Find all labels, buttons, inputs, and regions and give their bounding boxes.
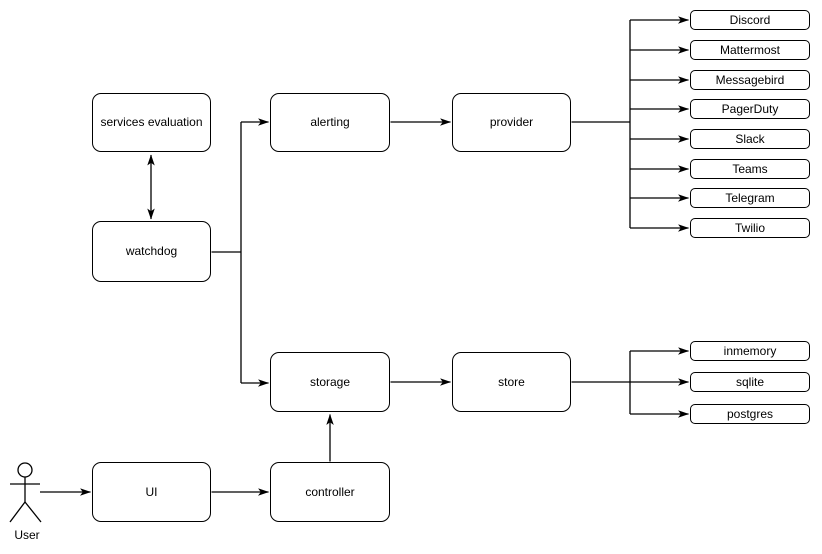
- leaf-discord: Discord: [690, 10, 810, 30]
- node-ui: UI: [92, 462, 211, 522]
- user-actor-label: User: [14, 528, 40, 542]
- user-actor-icon: [9, 462, 42, 523]
- node-label: provider: [489, 115, 534, 130]
- node-controller: controller: [270, 462, 390, 522]
- leaf-twilio: Twilio: [690, 218, 810, 238]
- node-store: store: [452, 352, 571, 412]
- node-services-evaluation: services evaluation: [92, 93, 211, 152]
- node-label: alerting: [310, 115, 350, 130]
- leaf-label: Discord: [729, 13, 771, 27]
- node-watchdog: watchdog: [92, 221, 211, 282]
- leaf-teams: Teams: [690, 159, 810, 179]
- leaf-label: Telegram: [725, 191, 775, 205]
- leaf-slack: Slack: [690, 129, 810, 149]
- leaf-messagebird: Messagebird: [690, 70, 810, 90]
- leaf-mattermost: Mattermost: [690, 40, 810, 60]
- node-label: services evaluation: [100, 115, 203, 130]
- leaf-sqlite: sqlite: [690, 372, 810, 392]
- leaf-label: Messagebird: [715, 73, 785, 87]
- node-provider: provider: [452, 93, 571, 152]
- leaf-label: Teams: [732, 162, 768, 176]
- leaf-inmemory: inmemory: [690, 341, 810, 361]
- leaf-telegram: Telegram: [690, 188, 810, 208]
- leaf-label: Mattermost: [719, 43, 780, 57]
- leaf-label: sqlite: [735, 375, 764, 389]
- leaf-label: postgres: [726, 407, 774, 421]
- leaf-label: PagerDuty: [721, 102, 779, 116]
- node-label: watchdog: [125, 244, 178, 259]
- leaf-pagerduty: PagerDuty: [690, 99, 810, 119]
- node-alerting: alerting: [270, 93, 390, 152]
- leaf-label: Slack: [735, 132, 765, 146]
- node-label: storage: [309, 374, 351, 389]
- leaf-postgres: postgres: [690, 404, 810, 424]
- node-label: store: [498, 374, 525, 389]
- leaf-label: inmemory: [723, 344, 777, 358]
- leaf-label: Twilio: [734, 221, 765, 235]
- node-label: UI: [145, 484, 158, 499]
- node-label: controller: [305, 484, 355, 499]
- node-storage: storage: [270, 352, 390, 412]
